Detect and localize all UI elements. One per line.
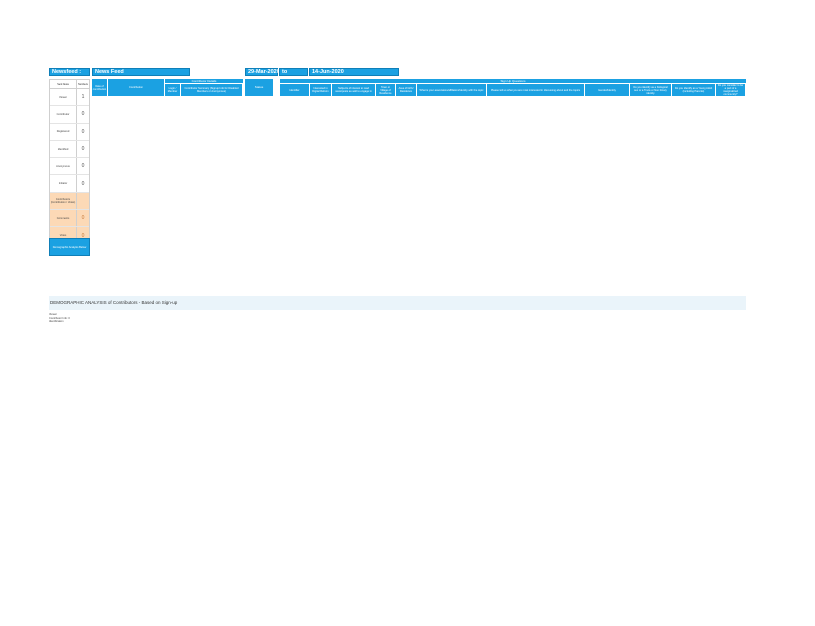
- signup-col-header[interactable]: Do you consider to be a part of a margin…: [716, 84, 746, 96]
- summary-row-value: 0: [81, 146, 85, 153]
- signup-col-header[interactable]: Interested in Digital Reform: [310, 84, 332, 96]
- col-contributor-summary[interactable]: Contributor Summary (Signup Info for Dis…: [181, 84, 243, 96]
- signup-col-header[interactable]: Gender/Identity: [585, 84, 630, 96]
- to-label: to: [279, 68, 308, 76]
- demographic-title: DEMOGRAPHIC ANALYSIS of Contributors - B…: [50, 300, 178, 305]
- signup-col-header[interactable]: Identifier: [280, 84, 310, 96]
- summary-row[interactable]: Comments 0: [50, 210, 89, 228]
- summary-row[interactable]: Initiator 0: [50, 175, 89, 193]
- summary-header-value: Numbers: [78, 82, 88, 86]
- signup-col-header[interactable]: Subjects of interest to read news/posts …: [332, 84, 376, 96]
- summary-row-value: 0: [81, 215, 85, 222]
- summary-row[interactable]: Anonymous 0: [50, 158, 89, 176]
- summary-row-label: Registered: [50, 123, 77, 140]
- feed-name-field[interactable]: News Feed: [92, 68, 190, 76]
- summary-row-value: 0: [81, 163, 85, 170]
- demographic-notes: Viewer Contributor Info: 0 Identificatio…: [49, 313, 109, 324]
- demographic-banner: DEMOGRAPHIC ANALYSIS of Contributors - B…: [49, 296, 746, 310]
- col-status[interactable]: Status: [245, 79, 274, 96]
- summary-row-label: Identified: [50, 140, 77, 158]
- summary-row-label: Initiator: [50, 175, 77, 192]
- summary-row-value: 0: [81, 111, 85, 118]
- note-line: Identification: [49, 320, 64, 324]
- summary-row-value: 0: [81, 180, 85, 187]
- signup-col-header[interactable]: Do you identify as a Young Adult (includ…: [672, 84, 716, 96]
- summary-row-value: 1: [81, 94, 85, 101]
- signup-col-header[interactable]: Area of birth/ Residence: [396, 84, 417, 96]
- signup-col-header[interactable]: What is your association/affiliation/Ide…: [417, 84, 487, 96]
- summary-row[interactable]: Contributor 0: [50, 106, 89, 124]
- demographic-analysis-button[interactable]: Demographic Analysis Below: [49, 238, 90, 256]
- summary-row-label: Contributor: [50, 106, 77, 123]
- start-date-field[interactable]: 29-Mar-2020: [245, 68, 280, 76]
- summary-row[interactable]: Registered 0: [50, 123, 89, 141]
- note-line: Contributor Info: 0: [49, 316, 70, 320]
- contributor-details-header: Date of contribution Contribution Contri…: [92, 79, 243, 96]
- end-date-field[interactable]: 14-Jun-2020: [309, 68, 399, 76]
- summary-row[interactable]: Contributors (Contribution / Votes): [50, 192, 89, 211]
- summary-row[interactable]: Viewer 1: [50, 89, 89, 107]
- col-contribution[interactable]: Contribution: [108, 79, 165, 96]
- signup-col-header[interactable]: Town or Village of Residence: [376, 84, 396, 96]
- col-login-member[interactable]: Login / Member: [165, 84, 181, 96]
- contributor-details-group: Contributor Details: [165, 79, 243, 84]
- summary-header-label: Sent News: [50, 80, 77, 88]
- signup-col-header[interactable]: Please tell us what you are most interes…: [487, 84, 585, 96]
- summary-row[interactable]: Identified 0: [50, 140, 89, 159]
- signup-col-header[interactable]: Do you identify as a biological sex or a…: [630, 84, 672, 96]
- summary-row-label: Viewer: [50, 89, 77, 106]
- summary-row-value: 0: [81, 128, 85, 135]
- summary-row-label: Votes: [50, 227, 77, 244]
- note-line: Viewer: [49, 313, 57, 316]
- summary-header: Sent News Numbers: [50, 80, 89, 89]
- newsfeed-title: Newsfeed :: [49, 68, 90, 76]
- summary-row-value: 0: [81, 232, 85, 239]
- summary-row-label: Comments: [50, 210, 77, 227]
- summary-row-value: [77, 193, 89, 209]
- signup-questions-group: Sign Up Questions: [280, 79, 746, 84]
- col-date-of-contribution[interactable]: Date of contribution: [92, 79, 108, 96]
- summary-row-label: Anonymous: [50, 158, 77, 175]
- summary-row-label: Contributors (Contribution / Votes): [50, 192, 77, 210]
